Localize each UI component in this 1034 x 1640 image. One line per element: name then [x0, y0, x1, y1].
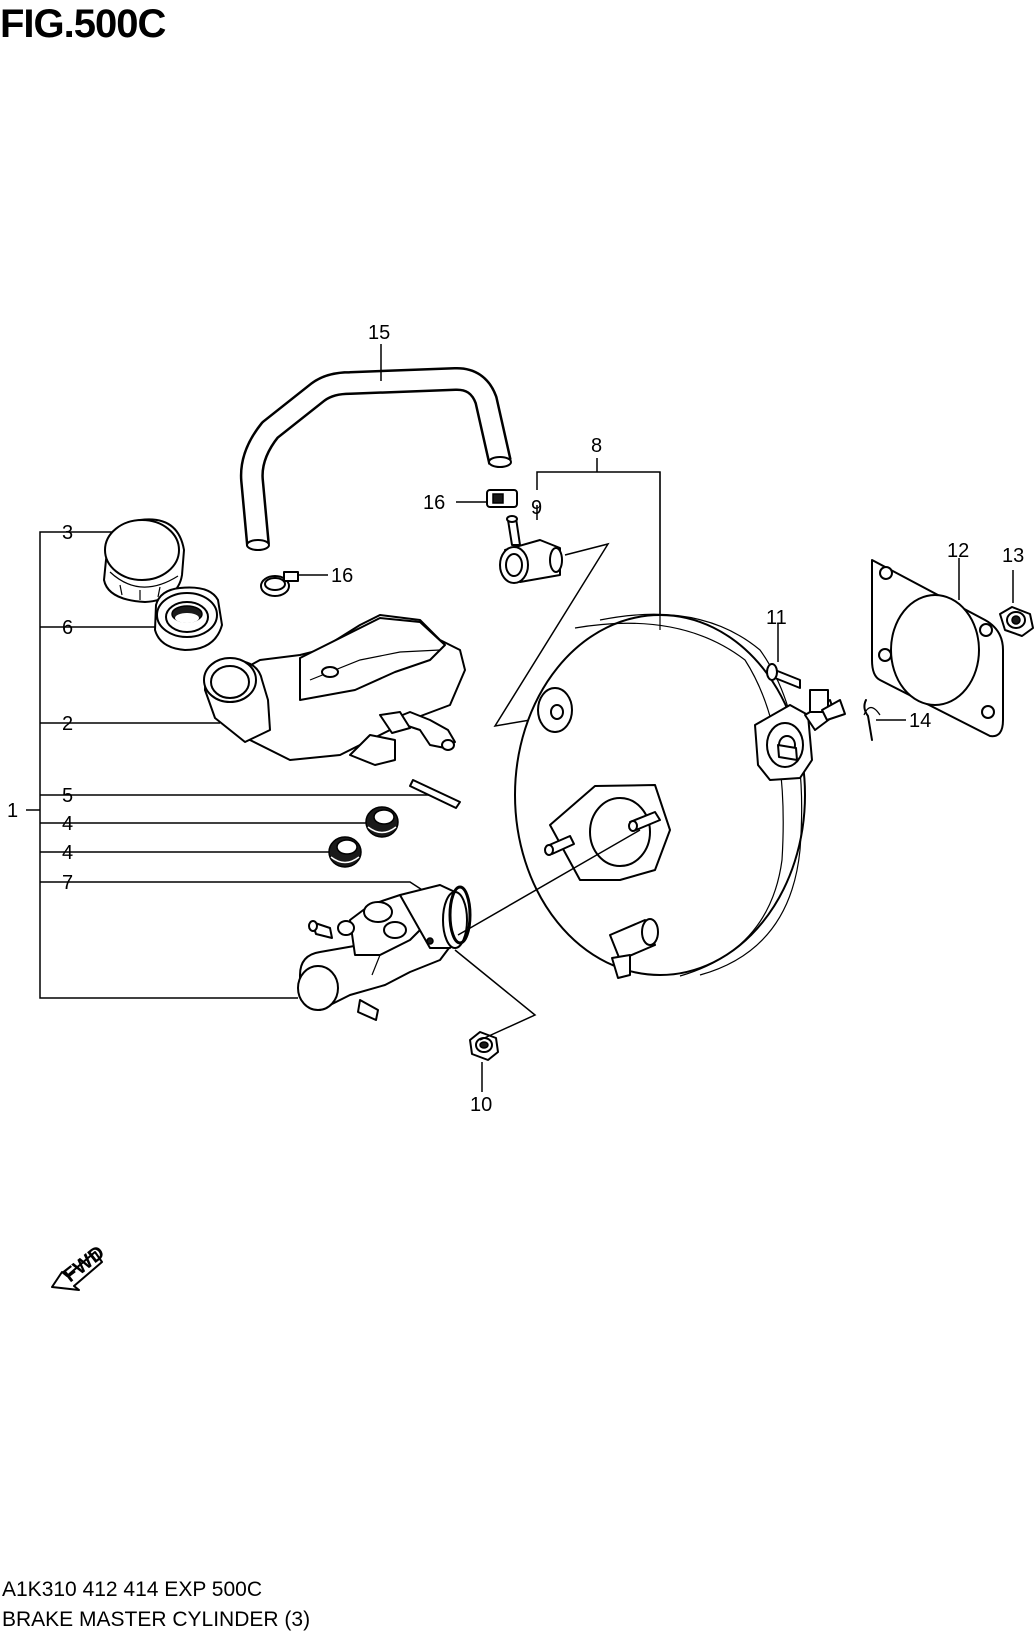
reservoir-pin-part-5	[409, 779, 461, 809]
fwd-label: FWD	[60, 1242, 109, 1287]
grommet-part-4-lower	[328, 836, 362, 868]
callout-10: 10	[470, 1094, 492, 1116]
clip-part-14	[863, 699, 906, 741]
brake-booster-part-8	[514, 472, 846, 979]
callout-16-lower: 16	[331, 565, 353, 587]
group-bracket-1	[26, 531, 432, 999]
reservoir-cap-part-3	[103, 518, 185, 603]
master-cylinder-body-part-1	[297, 884, 468, 1021]
grommet-part-4-upper	[365, 806, 399, 838]
assembly-centerline	[457, 829, 641, 936]
booster-gasket-part-12	[871, 558, 1004, 738]
check-valve-connector-part-9	[499, 505, 563, 584]
brake-fluid-reservoir-part-2	[203, 614, 466, 766]
callout-4-lower: 4	[62, 842, 73, 864]
figure-title: FIG.500C	[0, 2, 166, 46]
callout-3: 3	[62, 522, 73, 544]
callout-7: 7	[62, 872, 73, 894]
callout-16-upper: 16	[423, 492, 445, 514]
callout-15: 15	[368, 322, 390, 344]
callout-4-upper: 4	[62, 813, 73, 835]
callout-9: 9	[531, 497, 542, 519]
callout-6: 6	[62, 617, 73, 639]
diagram-title: BRAKE MASTER CYLINDER (3)	[2, 1608, 311, 1631]
callout-12: 12	[947, 540, 969, 562]
nut-part-10	[454, 949, 537, 1092]
hose-clamp-part-16-lower	[260, 571, 328, 597]
nut-part-13	[999, 570, 1034, 637]
callout-14: 14	[909, 710, 931, 732]
vacuum-hose-part-15	[239, 344, 512, 551]
callout-11: 11	[766, 607, 787, 629]
reservoir-filter-part-6	[154, 586, 223, 651]
clevis-pin-part-11	[766, 623, 801, 689]
callout-13: 13	[1002, 545, 1024, 567]
diagram-code: A1K310 412 414 EXP 500C	[2, 1578, 262, 1601]
callout-5: 5	[62, 785, 73, 807]
callout-2: 2	[62, 713, 73, 735]
callout-1: 1	[7, 800, 18, 822]
hose-clamp-part-16-upper	[456, 489, 518, 508]
o-ring-part-7	[448, 885, 472, 945]
callout-8: 8	[591, 435, 602, 457]
forward-direction-arrow-icon: FWD	[51, 1242, 109, 1291]
